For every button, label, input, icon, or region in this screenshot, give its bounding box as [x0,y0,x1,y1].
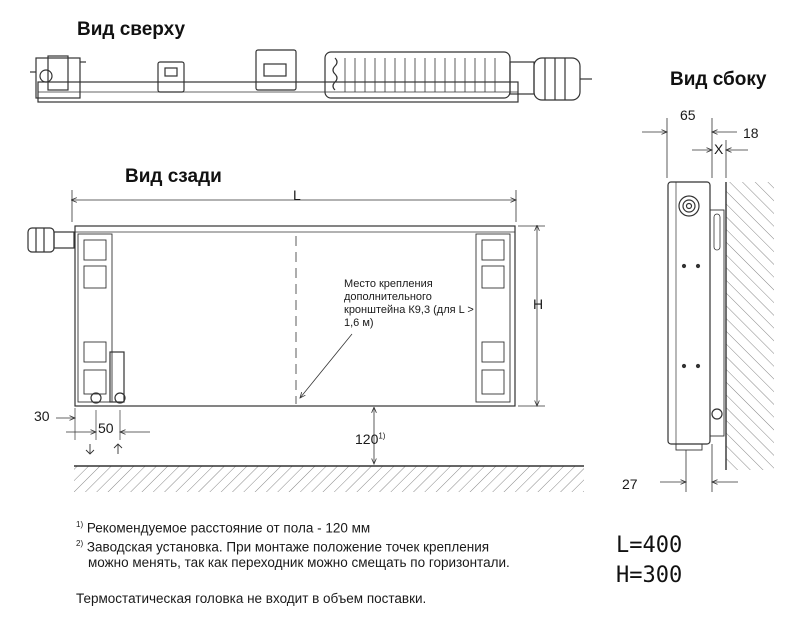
note-1-mark: 1) [76,520,84,529]
side-x-label: X [714,141,724,157]
back-view-drawing [27,190,545,464]
spec-length: L=400 [616,533,683,558]
note-2-continued: можно менять, так как переходник можно с… [88,555,510,570]
side-bottom-label: 27 [622,476,638,492]
floor-gap-value: 120 [355,431,379,447]
height-label: H [533,296,544,312]
offset-30-label: 30 [34,408,50,424]
side-view-drawing [642,118,774,492]
floor-gap-label: 1201) [355,431,385,447]
back-view-title: Вид сзади [125,166,222,187]
side-gap-label: 18 [743,125,759,141]
note-2-text: Заводская установка. При монтаже положен… [86,539,490,555]
length-label: L [293,187,301,203]
note-2: 2) Заводская установка. При монтаже поло… [76,534,489,557]
bracket-callout: Место крепления дополнительного кронштей… [344,278,474,329]
spec-height: H=300 [616,563,683,588]
top-view-drawing [30,49,592,103]
side-depth-label: 65 [680,107,696,123]
note-1: 1) Рекомендуемое расстояние от пола - 12… [76,515,370,538]
side-view-title: Вид сбоку [670,69,767,90]
note-thermostat: Термостатическая головка не входит в объ… [76,591,427,606]
note-2-mark: 2) [76,539,84,548]
offset-50-label: 50 [98,420,114,436]
note-1-text: Рекомендуемое расстояние от пола - 120 м… [86,520,371,536]
floor-hatching [74,465,584,492]
top-view-title: Вид сверху [77,19,186,40]
floor-gap-footnote-mark: 1) [378,431,386,441]
